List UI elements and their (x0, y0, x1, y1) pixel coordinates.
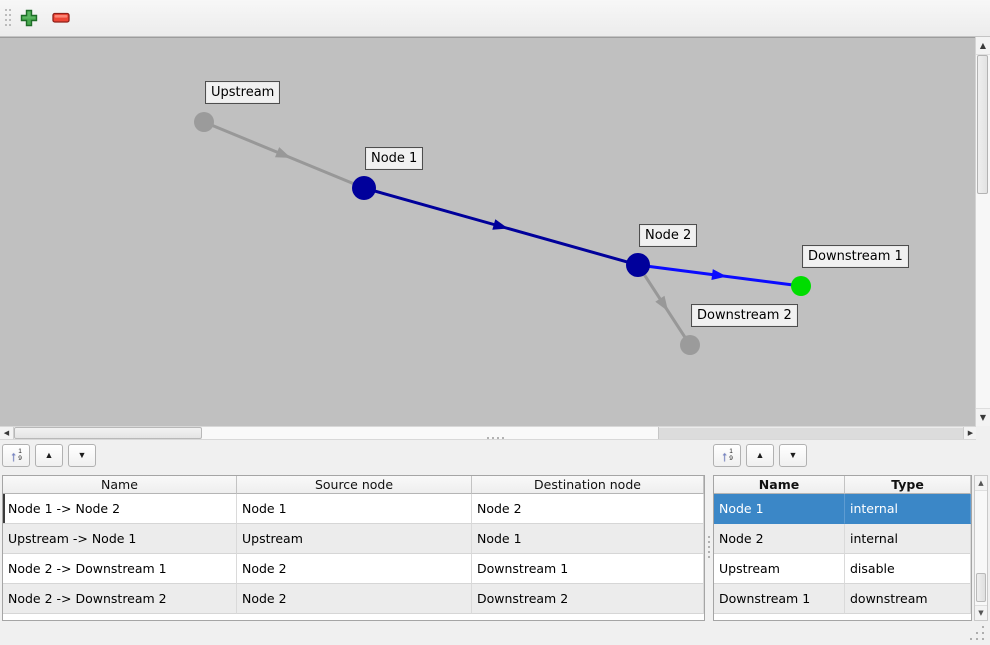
scroll-down-button[interactable]: ▼ (976, 408, 990, 426)
up-arrow-icon: ▲ (978, 479, 984, 487)
graph-node[interactable] (791, 276, 811, 296)
vertical-pane-splitter[interactable] (708, 536, 710, 538)
graph-svg (194, 112, 811, 355)
nodes-move-down-button[interactable]: ▼ (779, 444, 807, 467)
graph-node-label[interactable]: Node 2 (639, 224, 698, 247)
table-cell[interactable]: internal (845, 524, 971, 554)
down-arrow-icon: ▼ (979, 413, 987, 422)
add-button[interactable] (16, 6, 42, 32)
table-cell[interactable]: disable (845, 554, 971, 584)
column-header[interactable]: Type (845, 476, 971, 494)
graph-node[interactable] (626, 253, 650, 277)
graph-edge-arrow-icon (275, 147, 291, 158)
scroll-up-button[interactable]: ▲ (975, 476, 987, 491)
table-cell[interactable]: downstream (845, 584, 971, 614)
graph-node[interactable] (194, 112, 214, 132)
graph-edge-arrow-icon (492, 219, 509, 230)
table-cell[interactable]: Node 1 (472, 524, 704, 554)
graph-node-label[interactable]: Downstream 1 (802, 245, 909, 268)
canvas-hscroll-track-page[interactable] (658, 427, 963, 439)
table-cell-selected[interactable]: internal (845, 494, 971, 524)
graph-node-label[interactable]: Node 1 (365, 147, 424, 170)
down-triangle-icon: ▼ (788, 450, 798, 460)
table-cell[interactable]: Downstream 1 (472, 554, 704, 584)
scroll-right-button[interactable]: ▶ (963, 427, 977, 439)
graph-edge-arrow-icon (655, 295, 669, 312)
graph-node-label[interactable]: Upstream (205, 81, 281, 104)
table-cell[interactable]: Upstream (237, 524, 472, 554)
up-triangle-icon: ▲ (755, 450, 765, 460)
nodes-table-scrollbar[interactable]: ▲ ▼ (974, 475, 988, 621)
main-toolbar (0, 0, 990, 37)
edges-move-down-button[interactable]: ▼ (68, 444, 96, 467)
table-cell[interactable]: Node 2 -> Downstream 1 (3, 554, 237, 584)
add-plus-icon (20, 9, 38, 30)
scroll-up-button[interactable]: ▲ (976, 37, 990, 55)
column-header[interactable]: Source node (237, 476, 472, 494)
down-arrow-icon: ▼ (978, 609, 984, 617)
graph-node[interactable] (680, 335, 700, 355)
canvas-hscroll-thumb[interactable] (14, 427, 202, 439)
left-arrow-icon: ◀ (3, 429, 10, 437)
table-cell[interactable]: Node 2 (714, 524, 845, 554)
canvas-vscroll-thumb[interactable] (977, 55, 988, 194)
table-cell[interactable]: Node 2 (237, 584, 472, 614)
canvas-horizontal-scrollbar[interactable]: ◀ ▶ (0, 426, 977, 440)
scroll-down-button[interactable]: ▼ (975, 605, 987, 620)
remove-minus-icon (52, 12, 70, 27)
table-cell[interactable]: Downstream 2 (472, 584, 704, 614)
down-triangle-icon: ▼ (77, 450, 87, 460)
window-resize-grip[interactable] (982, 626, 984, 628)
canvas-vertical-scrollbar[interactable]: ▲ ▼ (975, 37, 990, 426)
column-header[interactable]: Destination node (472, 476, 704, 494)
table-cell[interactable]: Upstream (714, 554, 845, 584)
nodes-move-up-button[interactable]: ▲ (746, 444, 774, 467)
table-cell[interactable]: Node 2 -> Downstream 2 (3, 584, 237, 614)
table-cell[interactable]: Node 2 (472, 494, 704, 524)
nodes-table-scroll-thumb[interactable] (976, 573, 986, 602)
edges-move-up-button[interactable]: ▲ (35, 444, 63, 467)
table-cell[interactable]: Node 2 (237, 554, 472, 584)
table-cell[interactable]: Upstream -> Node 1 (3, 524, 237, 554)
table-cell[interactable]: Node 1 (237, 494, 472, 524)
scrollbar-corner (976, 426, 990, 440)
column-header[interactable]: Name (3, 476, 237, 494)
horizontal-pane-splitter[interactable] (487, 437, 489, 439)
up-arrow-icon: ▲ (979, 41, 987, 50)
graph-node[interactable] (352, 176, 376, 200)
table-cell-selected[interactable]: Node 1 (714, 494, 845, 524)
column-header[interactable]: Name (714, 476, 845, 494)
toolbar-grip[interactable] (5, 9, 7, 11)
graph-node-label[interactable]: Downstream 2 (691, 304, 798, 327)
remove-button[interactable] (48, 6, 74, 32)
up-triangle-icon: ▲ (44, 450, 54, 460)
table-cell[interactable]: Downstream 1 (714, 584, 845, 614)
graph-edge-arrow-icon (711, 269, 727, 280)
table-cell[interactable]: Node 1 -> Node 2 (3, 494, 237, 524)
scroll-left-button[interactable]: ◀ (0, 427, 14, 439)
right-arrow-icon: ▶ (967, 429, 974, 437)
